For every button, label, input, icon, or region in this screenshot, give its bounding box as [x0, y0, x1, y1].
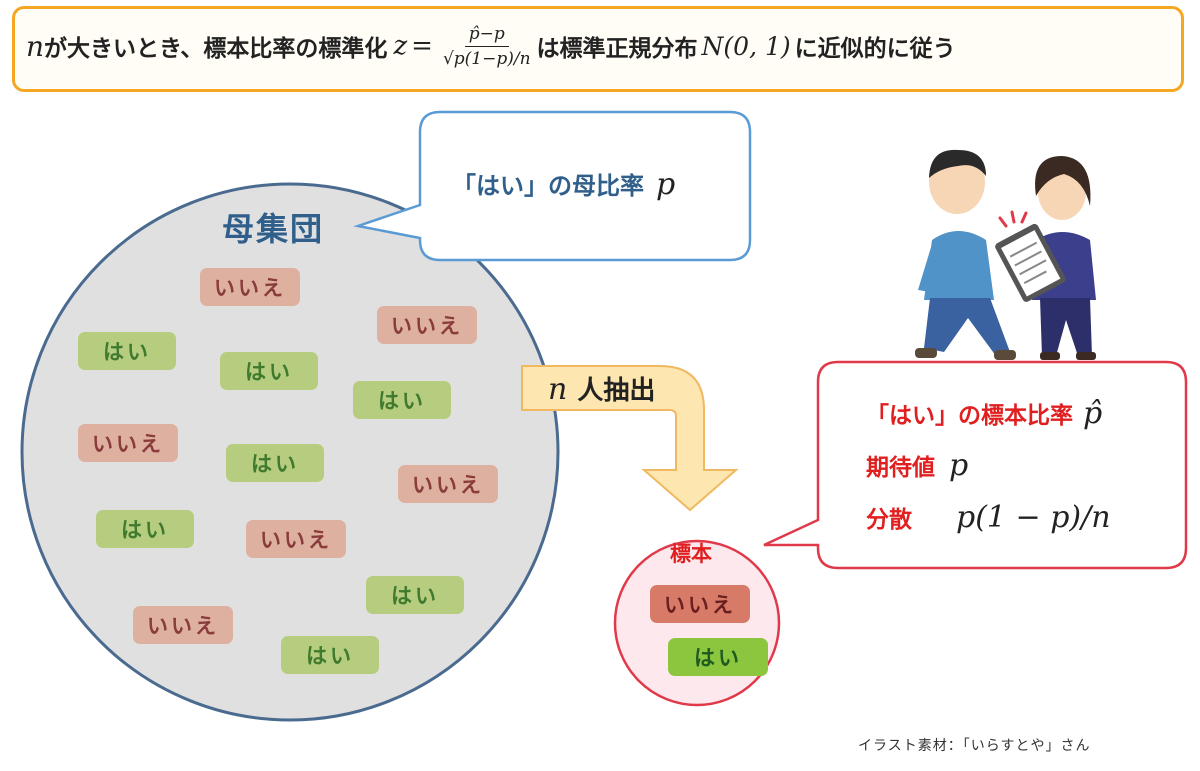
no-label: いいえ [133, 606, 233, 644]
equals-sign: = [411, 31, 433, 61]
variance-label: 分散 [866, 507, 912, 533]
expected-value-line: 期待値 p [866, 448, 968, 483]
expected-value-label: 期待値 [866, 455, 935, 481]
variance-line: 分散 p(1 − p)/n [866, 500, 1111, 535]
banner-part2: は標準正規分布 [536, 36, 698, 62]
yes-label: はい [226, 444, 324, 482]
no-label: いいえ [200, 268, 300, 306]
emphasis-marks [998, 210, 1028, 228]
population-callout-bubble [353, 110, 752, 262]
formula-banner [12, 6, 1184, 92]
fraction-denominator: √p(1−p)/n [442, 48, 531, 69]
sample-title: 標本 [670, 542, 712, 566]
sample-yes-label: はい [668, 638, 768, 676]
illustration-credit: イラスト素材：「いらすとや」さん [858, 738, 1091, 754]
clipboard-icon [995, 223, 1066, 302]
population-ratio-label: 「はい」の母比率 [452, 172, 644, 200]
sample-ratio-line: 「はい」の標本比率 p̂ [866, 396, 1102, 431]
no-label: いいえ [377, 306, 477, 344]
extraction-n-variable: n [548, 372, 568, 407]
n-variable: n [26, 29, 45, 63]
variance-expression: p(1 − p)/n [956, 500, 1111, 535]
yes-label: はい [220, 352, 318, 390]
population-callout-text: 「はい」の母比率 p [452, 166, 675, 202]
population-ratio-variable: p [656, 167, 676, 202]
extraction-label: n 人抽出 [548, 370, 655, 407]
banner-part3: に近似的に従う [794, 36, 956, 62]
yes-label: はい [96, 510, 194, 548]
yes-label: はい [353, 381, 451, 419]
banner-part1: が大きいとき、標本比率の標準化 [44, 36, 388, 62]
yes-label: はい [366, 576, 464, 614]
extraction-arrow [521, 365, 739, 512]
no-label: いいえ [398, 465, 498, 503]
standardization-fraction: p̂−p √p(1−p)/n [443, 24, 531, 69]
population-title: 母集団 [222, 210, 325, 248]
no-label: いいえ [246, 520, 346, 558]
z-variable: z [393, 31, 408, 61]
sample-ratio-variable: p̂ [1083, 396, 1103, 431]
no-label: いいえ [78, 424, 178, 462]
person-man-icon [915, 149, 1016, 360]
sample-ratio-label: 「はい」の標本比率 [866, 403, 1073, 429]
sample-callout-bubble [763, 360, 1188, 570]
yes-label: はい [78, 332, 176, 370]
yes-label: はい [281, 636, 379, 674]
expected-value-variable: p [949, 448, 969, 483]
sample-no-label: いいえ [650, 585, 750, 623]
formula-text: n が大きいとき、標本比率の標準化 z = p̂−p √p(1−p)/n は標準… [26, 18, 1176, 74]
extraction-text: 人抽出 [577, 376, 656, 406]
fraction-numerator: p̂−p [464, 24, 509, 47]
normal-distribution: N(0, 1) [701, 31, 791, 61]
